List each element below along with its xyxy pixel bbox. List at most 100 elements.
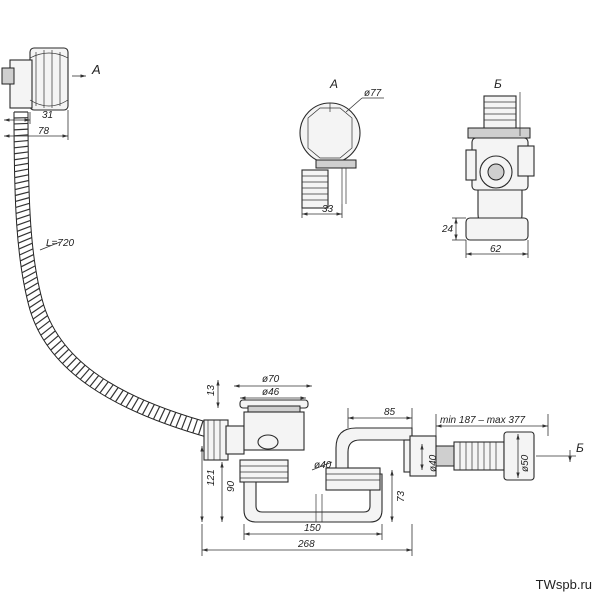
hose-rib [44,331,55,340]
hose-rib [105,385,113,396]
hose-rib [14,123,28,124]
hose-rib [90,376,99,387]
dim-13: 13 [206,380,218,408]
hose-rib [15,181,29,184]
svg-text:ø40: ø40 [314,460,332,471]
hose-rib [14,129,28,130]
svg-text:62: 62 [490,244,502,255]
view-a-label: А [329,77,338,91]
dim-90: 90 [222,462,237,522]
hose-rib [15,192,29,196]
hose-rib [31,305,44,314]
svg-text:78: 78 [38,126,50,137]
arrow-b-marker: Б [536,441,584,462]
watermark: TWspb.ru [536,577,592,592]
svg-text:268: 268 [297,539,315,550]
corrugated-hose [14,112,214,438]
hose-rib [148,404,154,417]
dim-31: 31 [4,110,53,124]
view-a: А [300,77,360,208]
hose-rib [193,419,198,433]
hose-rib [100,382,108,393]
svg-text:150: 150 [304,523,321,534]
arrow-b-label: Б [576,441,584,455]
hose-rib [15,198,29,202]
hose-rib [26,288,39,296]
dim-70: ø70 [234,374,312,386]
hose-rib [15,186,29,189]
hose-rib [17,226,31,231]
hose-rib [18,232,32,237]
hose-rib [121,393,129,405]
view-b-label: Б [494,77,502,91]
svg-text:min 187 – max 377: min 187 – max 377 [440,415,525,426]
hose-rib [17,220,31,225]
hose-rib [95,379,104,390]
svg-text:ø46: ø46 [262,387,280,398]
dim-62: 62 [466,240,528,258]
hose-rib [142,402,149,414]
hose-rib [22,266,35,273]
dim-85: 85 [348,407,412,428]
hose-rib [165,410,171,423]
hose-rib [187,418,192,432]
dim-24: 24 [441,218,466,240]
hose-rib [51,340,62,350]
hose-rib [137,400,144,412]
hose-rib [47,336,58,346]
svg-text:ø70: ø70 [262,374,280,385]
hose-rib [126,395,133,407]
hose-rib [71,361,81,371]
hose-rib [16,209,30,213]
hose-rib [20,249,33,255]
svg-text:121: 121 [206,469,217,486]
hose-rib [20,255,33,261]
svg-text:31: 31 [42,110,53,121]
dim-77: ø77 [346,88,384,112]
hose-rib [29,299,42,307]
hose-rib [80,369,89,380]
hose-rib [16,203,30,207]
hose-rib [14,158,28,160]
hose-rib [14,141,28,142]
dim-40-nut: ø40 [312,460,332,471]
hose-rib [28,294,41,302]
dim-73: 73 [392,470,407,522]
svg-text:ø77: ø77 [364,88,382,99]
hose-rib [110,388,118,399]
dim-150: 150 [244,523,382,540]
hose-rib [54,345,65,355]
hose-rib [176,414,181,427]
overflow-head [2,48,68,110]
svg-text:L=720: L=720 [46,238,75,249]
hose-rib [181,416,186,429]
hose-rib [62,354,72,364]
hose-rib [23,271,36,278]
svg-text:ø50: ø50 [520,454,531,472]
hose-rib [19,243,32,249]
hose-rib [21,260,34,267]
svg-text:33: 33 [322,204,334,215]
hose-rib [170,412,176,425]
arrow-a-marker: А [72,62,101,77]
dim-hose-length: L=720 [40,238,75,250]
hose-rib [41,326,53,335]
hose-rib [25,283,38,291]
hose-rib [35,316,47,325]
hose-rib [153,407,159,420]
hose-rib [15,169,29,172]
hose-rib [24,277,37,284]
hose-rib [33,310,45,319]
hose-rib [18,238,32,244]
hose-rib [199,421,203,435]
hose-rib [16,215,30,220]
hose-rib [76,365,85,375]
svg-text:85: 85 [384,407,396,418]
hose-rib [14,146,28,148]
hose-rib [131,398,138,410]
svg-text:ø40: ø40 [428,454,439,472]
hose-rib [38,321,50,330]
view-b: Б [466,77,534,240]
